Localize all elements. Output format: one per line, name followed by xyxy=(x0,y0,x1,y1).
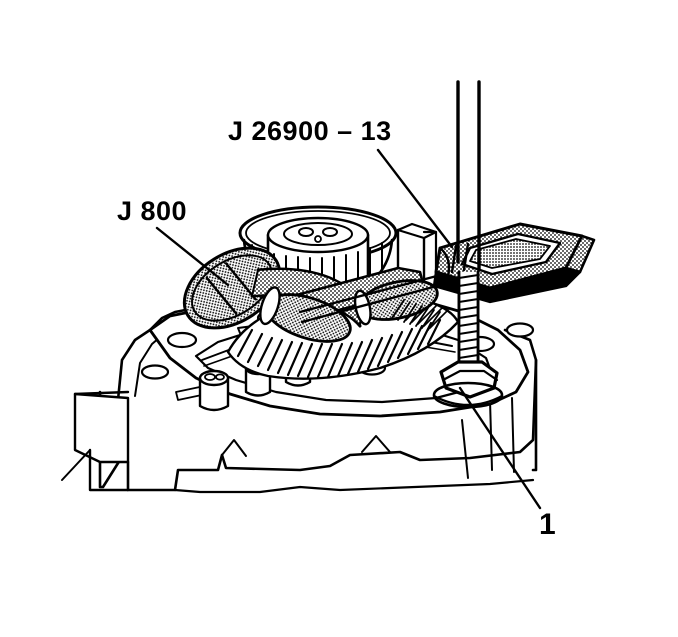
callout-label-item-1: 1 xyxy=(539,508,557,541)
callout-label-j800: J 800 xyxy=(117,196,188,226)
callout-label-j26900: J 26900 – 13 xyxy=(228,116,392,146)
leader-j800 xyxy=(155,226,230,287)
leader-item-1 xyxy=(458,386,542,510)
dowel-pin-a xyxy=(198,369,230,412)
tool-spreader-bars xyxy=(259,266,454,343)
hex-nut-item-1 xyxy=(432,360,504,409)
leader-j26900 xyxy=(376,148,454,249)
callout-leader-lines xyxy=(155,148,542,510)
tool-handle-rods xyxy=(456,80,481,272)
